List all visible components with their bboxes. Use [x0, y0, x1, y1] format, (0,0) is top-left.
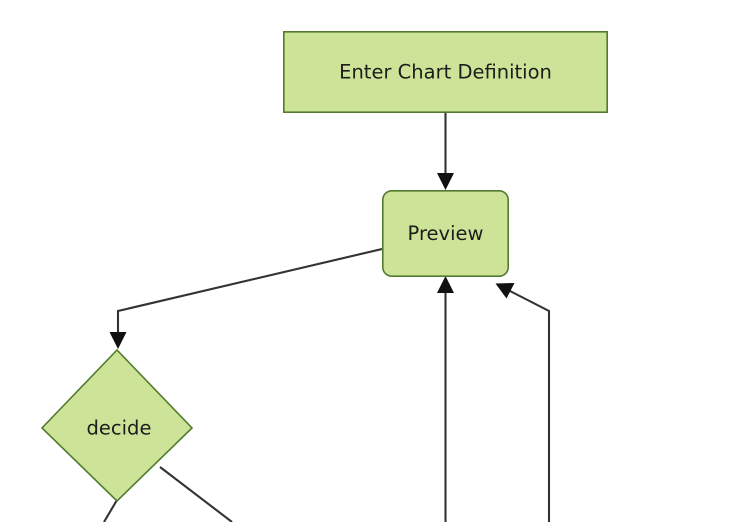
node-decide-label: decide	[87, 417, 152, 440]
edge-decide-bottom-right	[159, 466, 233, 522]
node-preview-label: Preview	[408, 222, 484, 245]
edge-bottom-right-to-preview	[495, 283, 551, 522]
edge-enter-to-preview	[437, 113, 454, 190]
edge-bottom-right-to-preview-line	[507, 289, 551, 522]
edge-preview-to-decide-line	[116, 247, 383, 336]
edge-preview-to-decide	[109, 247, 383, 349]
edge-preview-to-decide-arrowhead	[109, 332, 127, 349]
edge-bottom-right-to-preview-arrowhead	[495, 283, 515, 299]
edge-decide-bottom-left	[103, 499, 118, 522]
edge-layer	[103, 113, 551, 522]
node-preview-shape[interactable]	[381, 190, 509, 278]
edge-bottom-center-to-preview-arrowhead	[437, 276, 454, 293]
node-preview[interactable]: Preview	[381, 190, 509, 278]
edge-enter-to-preview-arrowhead	[437, 173, 454, 190]
node-decide[interactable]: decide	[40, 348, 194, 503]
node-layer: Enter Chart Definition Preview decide	[40, 30, 608, 503]
edge-bottom-center-to-preview	[437, 276, 454, 522]
node-enter-chart-definition-label: Enter Chart Definition	[339, 61, 552, 84]
node-enter-chart-definition-shape[interactable]	[282, 30, 608, 114]
node-decide-shape[interactable]	[40, 348, 194, 503]
node-enter-chart-definition[interactable]: Enter Chart Definition	[282, 30, 608, 114]
